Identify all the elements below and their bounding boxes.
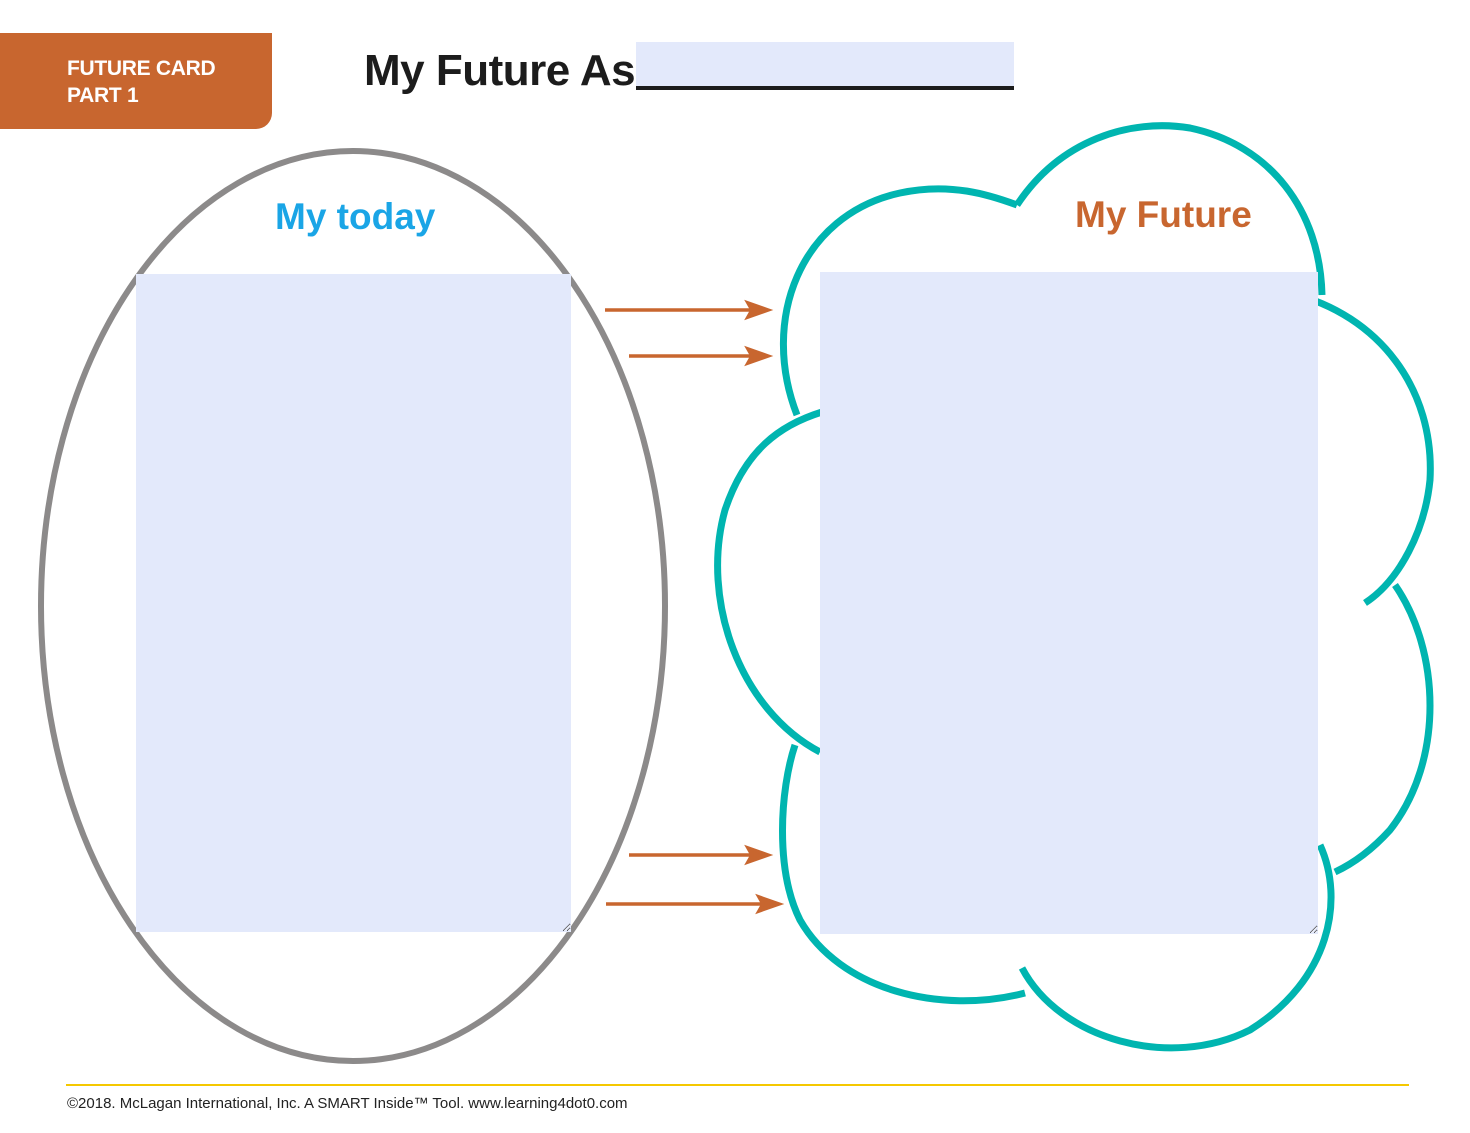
- arrow-2: [629, 345, 774, 367]
- my-today-heading: My today: [275, 196, 436, 237]
- section-badge: FUTURE CARD PART 1: [0, 33, 272, 129]
- my-future-textarea[interactable]: [820, 272, 1318, 934]
- arrow-4: [606, 893, 785, 915]
- my-future-heading: My Future: [1075, 194, 1252, 235]
- future-as-input[interactable]: [636, 42, 1014, 90]
- future-cloud: [714, 122, 1434, 1052]
- badge-line1: FUTURE CARD: [67, 57, 216, 80]
- my-today-textarea[interactable]: [136, 274, 571, 932]
- footer-divider: [66, 1084, 1409, 1086]
- footer-copyright: ©2018. McLagan International, Inc. A SMA…: [67, 1095, 628, 1112]
- page-title: My Future As: [364, 46, 636, 95]
- arrow-3: [629, 844, 774, 866]
- today-ellipse: [38, 148, 668, 1064]
- badge-line2: PART 1: [67, 84, 139, 107]
- arrow-1: [605, 299, 774, 321]
